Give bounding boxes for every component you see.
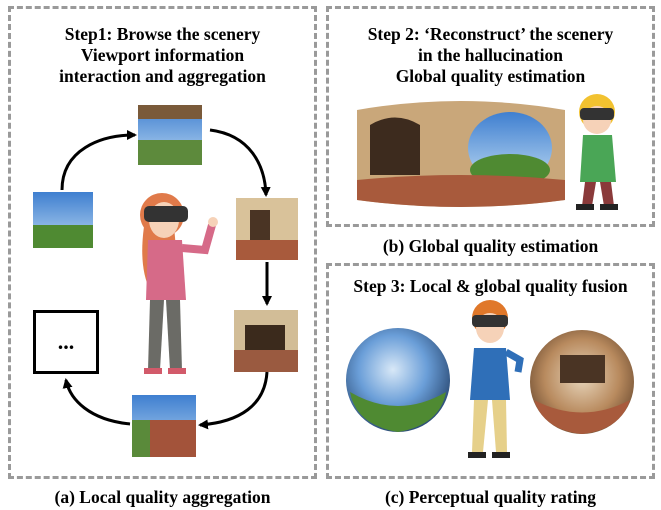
viewport-thumb-right-top — [236, 198, 298, 260]
arrow-2 — [209, 128, 271, 197]
panel-local-quality — [8, 6, 317, 479]
vr-user-boy-b — [576, 94, 618, 210]
arrow-5 — [62, 378, 131, 426]
vr-user-boy-c — [468, 300, 524, 458]
sphere-left — [346, 328, 450, 432]
viewport-thumb-right-bottom — [234, 310, 298, 372]
viewport-thumb-left — [33, 192, 93, 248]
sphere-right — [530, 330, 634, 434]
step1-title: Step1: Browse the scenery Viewport infor… — [8, 24, 317, 87]
vr-user-girl — [140, 193, 218, 374]
caption-a: (a) Local quality aggregation — [54, 487, 271, 507]
step2-title: Step 2: ‘Reconstruct’ the scenery in the… — [326, 24, 655, 87]
arrow-1 — [60, 130, 137, 191]
arrow-4 — [198, 371, 269, 430]
caption-b: (b) Global quality estimation — [382, 236, 599, 256]
more-viewports-box: ... — [33, 310, 99, 374]
panel-fusion — [326, 263, 655, 479]
step2-title-line3: Global quality estimation — [395, 66, 586, 86]
step1-title-line1: Step1: Browse the scenery — [64, 24, 261, 44]
viewport-thumbnails — [33, 105, 298, 457]
viewport-thumb-bottom — [132, 395, 196, 457]
panel-global-quality — [326, 6, 655, 227]
panorama-image — [357, 101, 565, 207]
caption-c: (c) Perceptual quality rating — [384, 487, 597, 507]
step1-title-line2: Viewport information — [80, 45, 245, 65]
step2-title-line2: in the hallucination — [418, 45, 563, 65]
cycle-arrows — [60, 128, 272, 430]
step3-title: Step 3: Local & global quality fusion — [353, 276, 628, 296]
viewport-thumb-top — [138, 105, 202, 165]
step1-title-line3: interaction and aggregation — [59, 66, 266, 86]
step2-title-line1: Step 2: ‘Reconstruct’ the scenery — [367, 24, 614, 44]
